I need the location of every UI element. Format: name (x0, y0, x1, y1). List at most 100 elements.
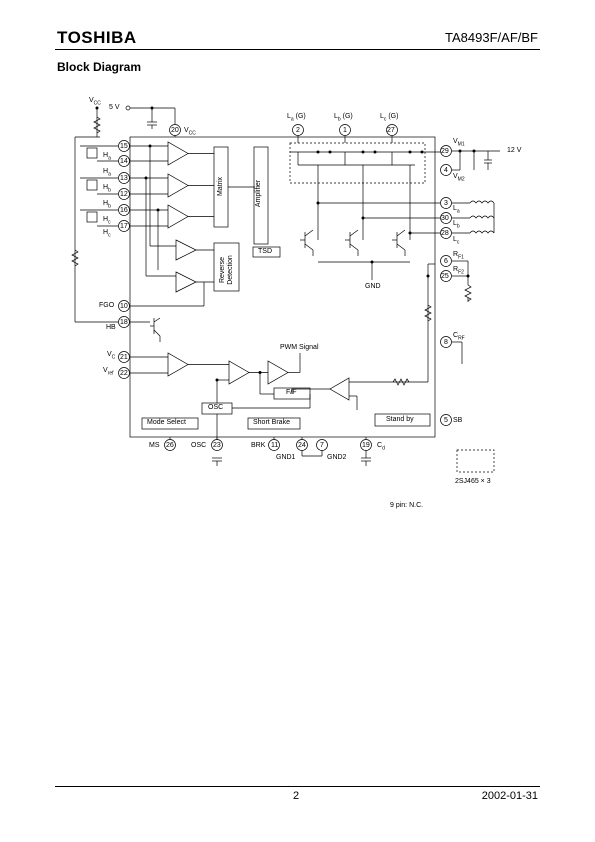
vc-label: VC (107, 351, 116, 361)
ff-block (273, 387, 311, 400)
page-number: 2 (293, 790, 300, 802)
pin-16: 16 (120, 207, 128, 214)
lb-label: Lb (453, 220, 460, 230)
pin-22: 22 (120, 370, 128, 377)
sb-label: SB (453, 417, 463, 424)
rf1-label: RF1 (453, 251, 464, 261)
ms-label: MS (149, 442, 160, 449)
vm2-label: VM2 (453, 173, 465, 183)
hc-label-2: Hc (103, 229, 111, 239)
legend-box (456, 449, 495, 473)
ff-label: F/F (286, 389, 297, 396)
amplifier-block (253, 146, 269, 245)
crf-label: CRF (453, 332, 465, 342)
supply-12v-label: 12 V (507, 147, 522, 154)
reverse-detection-label: Reverse Detection (219, 255, 234, 285)
hall-amp-a (167, 141, 189, 166)
header-rule (55, 49, 540, 50)
pin-13: 13 (120, 175, 128, 182)
cd-label: Cd (377, 442, 385, 452)
pin-3: 3 (444, 200, 448, 207)
pin-18: 18 (120, 319, 128, 326)
short-brake-block (247, 417, 301, 430)
ha-label-2: Ha (103, 168, 111, 178)
pin-23: 23 (213, 442, 221, 449)
rev-comp-1 (175, 239, 197, 261)
pin-5: 5 (444, 417, 448, 424)
pwm-signal-label: PWM Signal (280, 344, 319, 351)
la-g-label: La (G) (287, 113, 306, 123)
pin-8: 8 (444, 339, 448, 346)
pin-25: 25 (441, 273, 449, 280)
fet-box (289, 142, 426, 184)
pin-6: 6 (444, 258, 448, 265)
brk-label: BRK (251, 442, 266, 449)
pin-10: 10 (120, 303, 128, 310)
rev-comp-2 (175, 271, 197, 293)
legend-label: 2SJ465 × 3 (455, 478, 491, 485)
pin-21: 21 (120, 354, 128, 361)
footer-rule (55, 786, 540, 787)
pin-1: 1 (343, 127, 347, 134)
pin-27: 27 (387, 127, 395, 134)
pin-4: 4 (444, 167, 448, 174)
gnd2-label: GND2 (327, 454, 347, 461)
pin-2: 2 (296, 127, 300, 134)
tsd-block (252, 246, 281, 258)
mode-select-block (141, 417, 199, 430)
toshiba-logo: TOSHIBA (57, 28, 137, 47)
hb-label-2: Hb (103, 200, 111, 210)
gnd1-label: GND1 (276, 454, 296, 461)
hb-label: Hb (103, 184, 111, 194)
tsd-label: TSD (258, 248, 272, 255)
pin-12: 12 (120, 191, 128, 198)
pin-30: 30 (441, 215, 449, 222)
ha-label: Ha (103, 152, 111, 162)
short-brake-label: Short Brake (253, 419, 290, 426)
pin-28: 28 (441, 230, 449, 237)
lb-g-label: Lb (G) (334, 113, 353, 123)
osc-pin-label: OSC (191, 442, 207, 449)
pin-20: 20 (171, 127, 179, 134)
osc-label: OSC (208, 404, 224, 411)
rf-amp (329, 377, 350, 401)
rf2-label: RF2 (453, 266, 464, 276)
section-title: Block Diagram (57, 60, 142, 74)
pin-29: 29 (441, 148, 449, 155)
pin-11: 11 (271, 442, 279, 449)
vcc-pin-label: VCC (184, 127, 196, 137)
pin-7: 7 (320, 442, 324, 449)
power-transistor-c (392, 229, 406, 256)
mode-select-label: Mode Select (147, 419, 186, 426)
pin-15: 15 (120, 143, 128, 150)
hc-label: Hc (103, 216, 111, 226)
pin-19: 19 (362, 442, 370, 449)
pin-17: 17 (120, 223, 128, 230)
amplifier-label: Amplifier (255, 179, 263, 208)
matrix-label: Matrix (217, 176, 225, 197)
part-number: TA8493F/AF/BF (445, 30, 538, 45)
hb-transistor (150, 317, 161, 342)
pin-note: 9 pin: N.C. (390, 502, 424, 509)
fgo-label: FGO (99, 302, 115, 309)
stand-by-block (374, 413, 431, 427)
vcc-label: VCC (89, 97, 101, 107)
vc-amp (167, 352, 189, 377)
reverse-detection-block (213, 242, 240, 292)
pwm-comp (228, 360, 250, 385)
la-label: La (453, 205, 460, 215)
stand-by-label: Stand by (386, 416, 414, 423)
hall-amp-b (167, 173, 189, 198)
supply-5v-label: 5 V (109, 104, 120, 111)
footer-date: 2002-01-31 (481, 790, 538, 802)
vm1-label: VM1 (453, 138, 465, 148)
hb-pin-label: HB (106, 324, 116, 331)
lc-label: Lc (453, 236, 460, 246)
pin-24: 24 (298, 442, 306, 449)
pin-26: 26 (166, 442, 174, 449)
pin-14: 14 (120, 158, 128, 165)
power-transistor-b (345, 229, 359, 256)
vref-label: Vref (103, 367, 114, 377)
